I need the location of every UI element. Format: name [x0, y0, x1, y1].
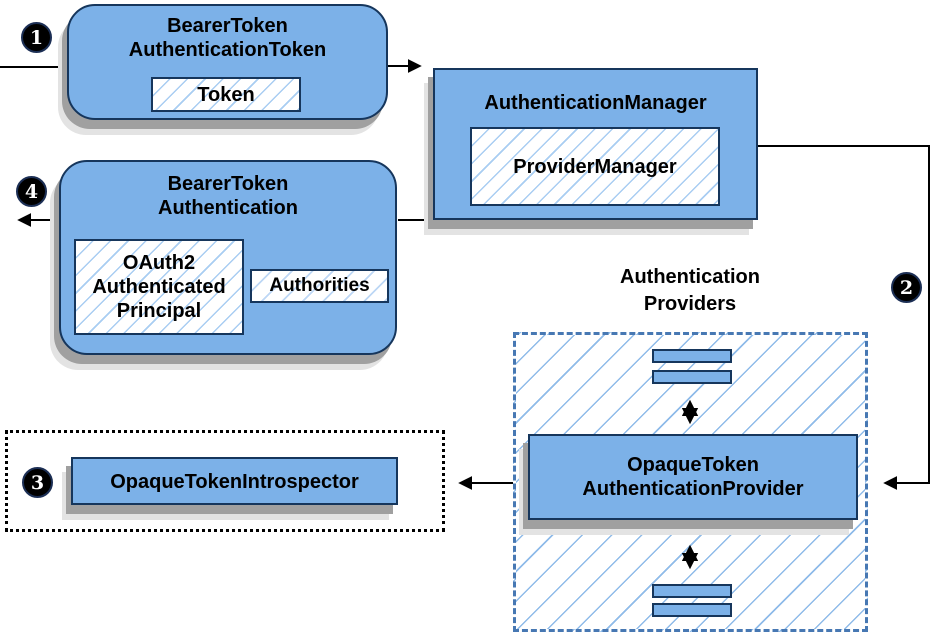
authentication-providers-label: Authentication Providers — [580, 264, 800, 318]
inner-box-provider-manager: ProviderManager — [470, 127, 720, 206]
step-1-badge: 1 — [21, 22, 52, 53]
provider-placeholder-bar — [652, 603, 732, 617]
step-1-number: 1 — [29, 26, 44, 49]
provider-placeholder-bar — [652, 584, 732, 598]
inner-box-oauth2-authenticated-principal: OAuth2 Authenticated Principal — [74, 239, 244, 335]
node-title-line: AuthenticationManager — [484, 92, 707, 114]
authorities-label: Authorities — [269, 275, 370, 296]
principal-label-line: OAuth2 — [122, 252, 196, 274]
node-title-line: BearerToken — [167, 173, 289, 195]
token-label: Token — [197, 83, 255, 106]
node-authentication-manager: AuthenticationManager ProviderManager — [433, 68, 758, 220]
node-bearer-token-authentication: BearerToken Authentication OAuth2 Authen… — [59, 160, 397, 355]
node-title-line: OpaqueToken — [627, 454, 759, 476]
provider-placeholder-bar — [652, 349, 732, 363]
node-title-line: Authentication — [158, 197, 298, 219]
step-3-number: 3 — [30, 471, 45, 494]
step-3-badge: 3 — [22, 467, 53, 498]
providers-label-line: Providers — [643, 293, 737, 315]
node-title-line: AuthenticationProvider — [582, 478, 804, 500]
node-opaque-token-introspector: OpaqueTokenIntrospector — [71, 457, 398, 505]
node-opaque-token-authentication-provider: OpaqueToken AuthenticationProvider — [528, 434, 858, 520]
step-2-badge: 2 — [891, 272, 922, 303]
inner-box-authorities: Authorities — [250, 269, 389, 303]
principal-label-line: Principal — [116, 300, 202, 322]
step-2-number: 2 — [899, 276, 914, 299]
node-title-line: BearerToken — [167, 15, 288, 37]
step-4-number: 4 — [24, 180, 39, 203]
arrow-manager-to-provider — [758, 145, 930, 490]
providers-label-line: Authentication — [620, 266, 760, 288]
step-4-badge: 4 — [16, 176, 47, 207]
node-title-line: OpaqueTokenIntrospector — [110, 471, 359, 493]
node-bearer-token-authentication-token: BearerToken AuthenticationToken Token — [67, 4, 388, 120]
inner-box-token: Token — [151, 77, 301, 112]
principal-label-line: Authenticated — [92, 276, 226, 298]
provider-placeholder-bar — [652, 370, 732, 384]
node-title-line: AuthenticationToken — [128, 39, 327, 61]
provider-manager-label: ProviderManager — [513, 155, 677, 178]
